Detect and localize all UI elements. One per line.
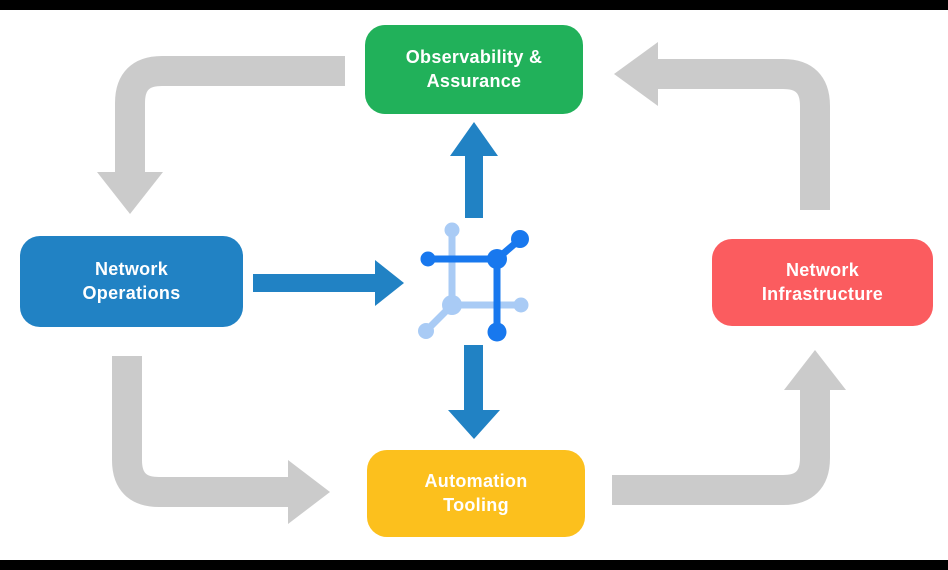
arrow-operations-to-tooling <box>112 356 330 524</box>
node-network-infrastructure: Network Infrastructure <box>712 239 933 326</box>
node-label-line: Assurance <box>426 70 522 91</box>
node-label-line: Tooling <box>443 494 509 515</box>
network-icon-light-part <box>418 222 529 339</box>
arrow-center-to-tooling <box>448 345 500 439</box>
arrow-operations-to-center <box>253 260 404 306</box>
node-automation-tooling: Automation Tooling <box>367 450 585 537</box>
node-label-line: Network <box>94 258 169 279</box>
arrow-center-to-observability <box>450 122 498 218</box>
network-automation-icon <box>418 222 529 342</box>
arrow-infrastructure-to-observability <box>614 42 830 210</box>
node-network-operations: Network Operations <box>20 236 243 327</box>
network-icon-dark-part <box>420 230 529 342</box>
arrow-tooling-to-infrastructure <box>612 350 846 505</box>
node-label-line: Operations <box>82 282 181 303</box>
top-edge-bar <box>0 0 948 10</box>
node-observability-assurance: Observability & Assurance <box>365 25 583 114</box>
bottom-edge-bar <box>0 560 948 570</box>
node-label-line: Observability & <box>405 46 543 67</box>
arrow-observability-to-operations <box>97 56 345 214</box>
node-label-line: Network <box>785 259 860 280</box>
node-label-line: Automation <box>424 470 528 491</box>
node-label-line: Infrastructure <box>761 283 884 304</box>
